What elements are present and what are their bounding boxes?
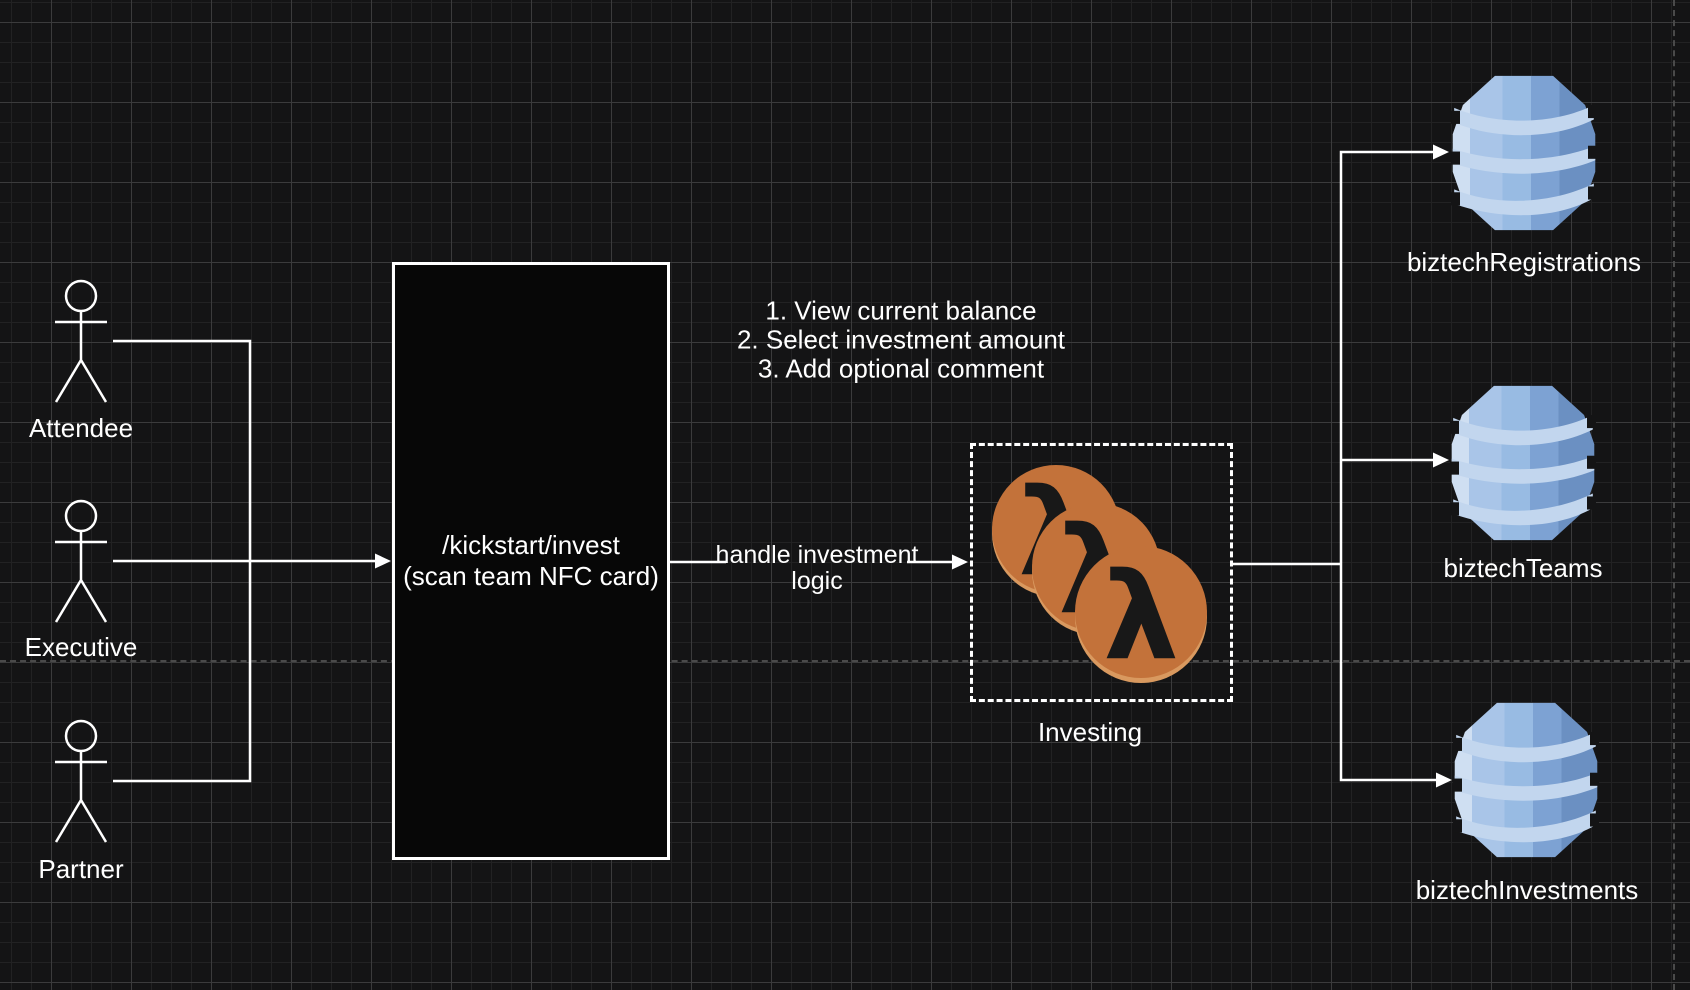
dynamodb-icon[interactable]: [1453, 700, 1599, 860]
aws-lambda-icon[interactable]: λ λ λ: [992, 464, 1207, 687]
table-label-registrations[interactable]: biztechRegistrations: [1406, 247, 1642, 278]
step-2: 2. Select investment amount: [736, 324, 1066, 355]
endpoint-path-text: /kickstart/invest: [442, 530, 620, 560]
lambda-glyph: λ: [1103, 548, 1179, 687]
actor-partner-label[interactable]: Partner: [38, 854, 124, 885]
actor-attendee-label[interactable]: Attendee: [28, 413, 134, 444]
actor-body: [54, 311, 108, 403]
table-label-teams[interactable]: biztechTeams: [1443, 553, 1603, 584]
lambda-group-container[interactable]: [970, 443, 1233, 702]
dynamodb-icon[interactable]: [1451, 73, 1597, 233]
actor-head: [64, 279, 98, 313]
steps-annotation[interactable]: 1. View current balance 2. Select invest…: [736, 295, 1066, 384]
dynamodb-icon[interactable]: [1450, 383, 1596, 543]
actor-executive-label[interactable]: Executive: [24, 632, 138, 663]
arrowhead: [952, 554, 968, 570]
edge-label-line1: handle investment: [715, 541, 919, 569]
actor-attendee-figure[interactable]: [54, 279, 108, 403]
actor-body: [54, 531, 108, 623]
lambda-circle: [1075, 546, 1207, 678]
lambda-group-caption[interactable]: Investing: [1037, 717, 1143, 748]
invest-endpoint-node[interactable]: /kickstart/invest (scan team NFC card): [392, 262, 670, 860]
arrowhead: [1433, 452, 1449, 468]
page-boundary-horizontal: [0, 660, 1690, 662]
actor-executive-figure[interactable]: [54, 499, 108, 623]
actor-head: [64, 719, 98, 753]
page-boundary-vertical: [1673, 0, 1675, 990]
table-label-investments[interactable]: biztechInvestments: [1415, 875, 1639, 906]
arrowhead: [1436, 772, 1452, 788]
step-3: 3. Add optional comment: [757, 353, 1045, 384]
step-1: 1. View current balance: [765, 295, 1037, 326]
actor-partner-figure[interactable]: [54, 719, 108, 843]
edge-label-handle-investment-logic[interactable]: handle investment logic: [716, 542, 919, 594]
arrowhead: [375, 553, 391, 569]
endpoint-subtext: (scan team NFC card): [403, 561, 659, 591]
connector-lambda-to-tables-trunk[interactable]: [1233, 150, 1436, 782]
edge-label-line2: logic: [791, 567, 843, 595]
actor-head: [64, 499, 98, 533]
arrowhead: [1433, 144, 1449, 160]
actor-body: [54, 751, 108, 843]
